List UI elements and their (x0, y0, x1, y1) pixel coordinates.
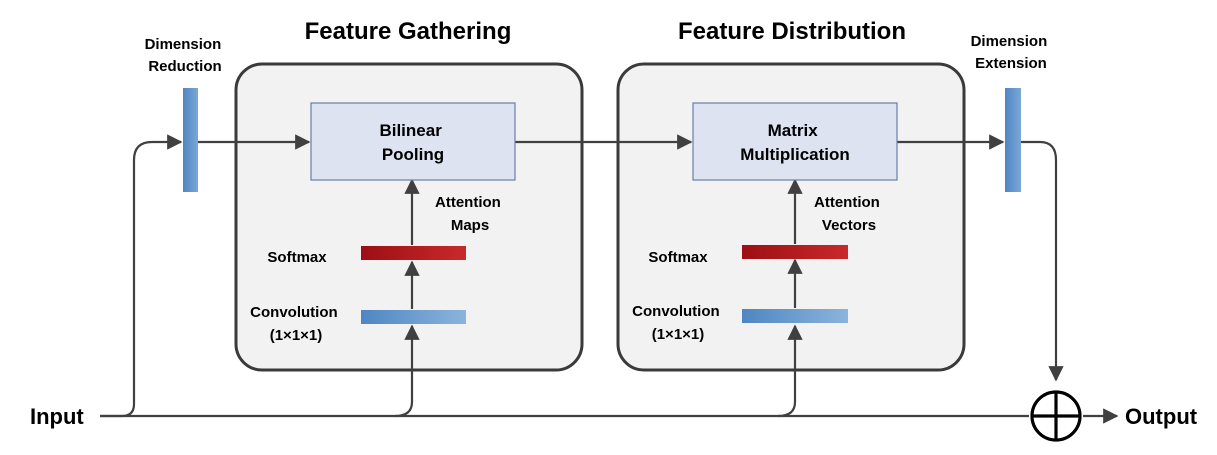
label-dimension-reduction: Dimension Reduction (145, 36, 226, 75)
output-label: Output (1125, 404, 1198, 429)
matrix-multiplication-label: Matrix Multiplication (740, 121, 850, 164)
distribution-conv-bar (742, 309, 848, 323)
gathering-softmax-label: Softmax (267, 249, 327, 266)
input-label: Input (30, 404, 84, 429)
gathering-convolution-label: Convolution (1×1×1) (250, 304, 342, 344)
bilinear-pooling-box (310, 102, 516, 181)
wire-input-to-reduction (100, 134, 183, 418)
label-dimension-extension: Dimension Extension (971, 33, 1052, 72)
circle-plus-icon (1030, 390, 1082, 442)
gathering-attention-label: Attention Maps (435, 194, 505, 234)
distribution-attention-label: Attention Vectors (814, 194, 884, 234)
title-feature-distribution: Feature Distribution (678, 18, 906, 45)
gathering-softmax-bar (361, 246, 466, 260)
distribution-softmax-label: Softmax (648, 249, 708, 266)
distribution-convolution-label: Convolution (1×1×1) (632, 303, 724, 343)
dimension-extension-bar (1005, 88, 1021, 192)
bilinear-pooling-label: Bilinear Pooling (379, 121, 446, 164)
distribution-softmax-bar (742, 245, 848, 259)
title-feature-gathering: Feature Gathering (305, 18, 512, 45)
wire-input-to-gathering-conv (394, 324, 420, 418)
wire-extension-to-sum (1021, 140, 1064, 382)
dimension-reduction-bar (183, 88, 198, 192)
gathering-conv-bar (361, 310, 466, 324)
wire-input-to-distribution-conv (777, 324, 803, 418)
matrix-multiplication-box (692, 102, 898, 181)
